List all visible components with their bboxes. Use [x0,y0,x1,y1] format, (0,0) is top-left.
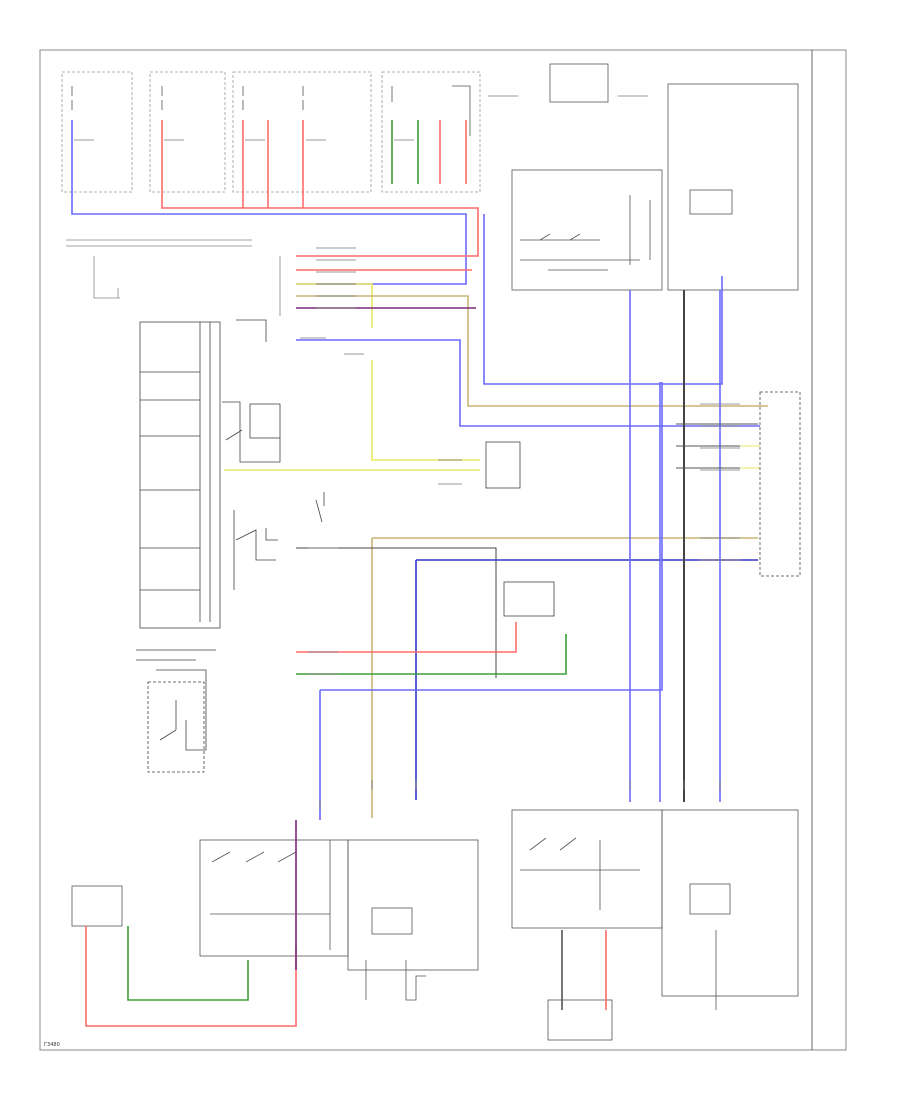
top-harness [71,120,768,427]
diagram-frame [39,49,847,1051]
connector-marks [74,95,740,810]
right-mirror-assembly [511,809,799,1041]
footer-code: Г3480 [44,1042,60,1048]
lower-harness [85,820,607,1027]
ground-bus [66,239,281,316]
left-lower-switch [136,649,216,773]
mirror-control-switch [139,319,281,629]
fuse-boxes [61,71,481,193]
left-mirror-assembly [511,63,799,291]
center-harness [224,290,760,820]
center-components [265,391,801,617]
fuse-symbols [71,85,471,136]
lower-left-mirror-assembly [71,839,479,1001]
